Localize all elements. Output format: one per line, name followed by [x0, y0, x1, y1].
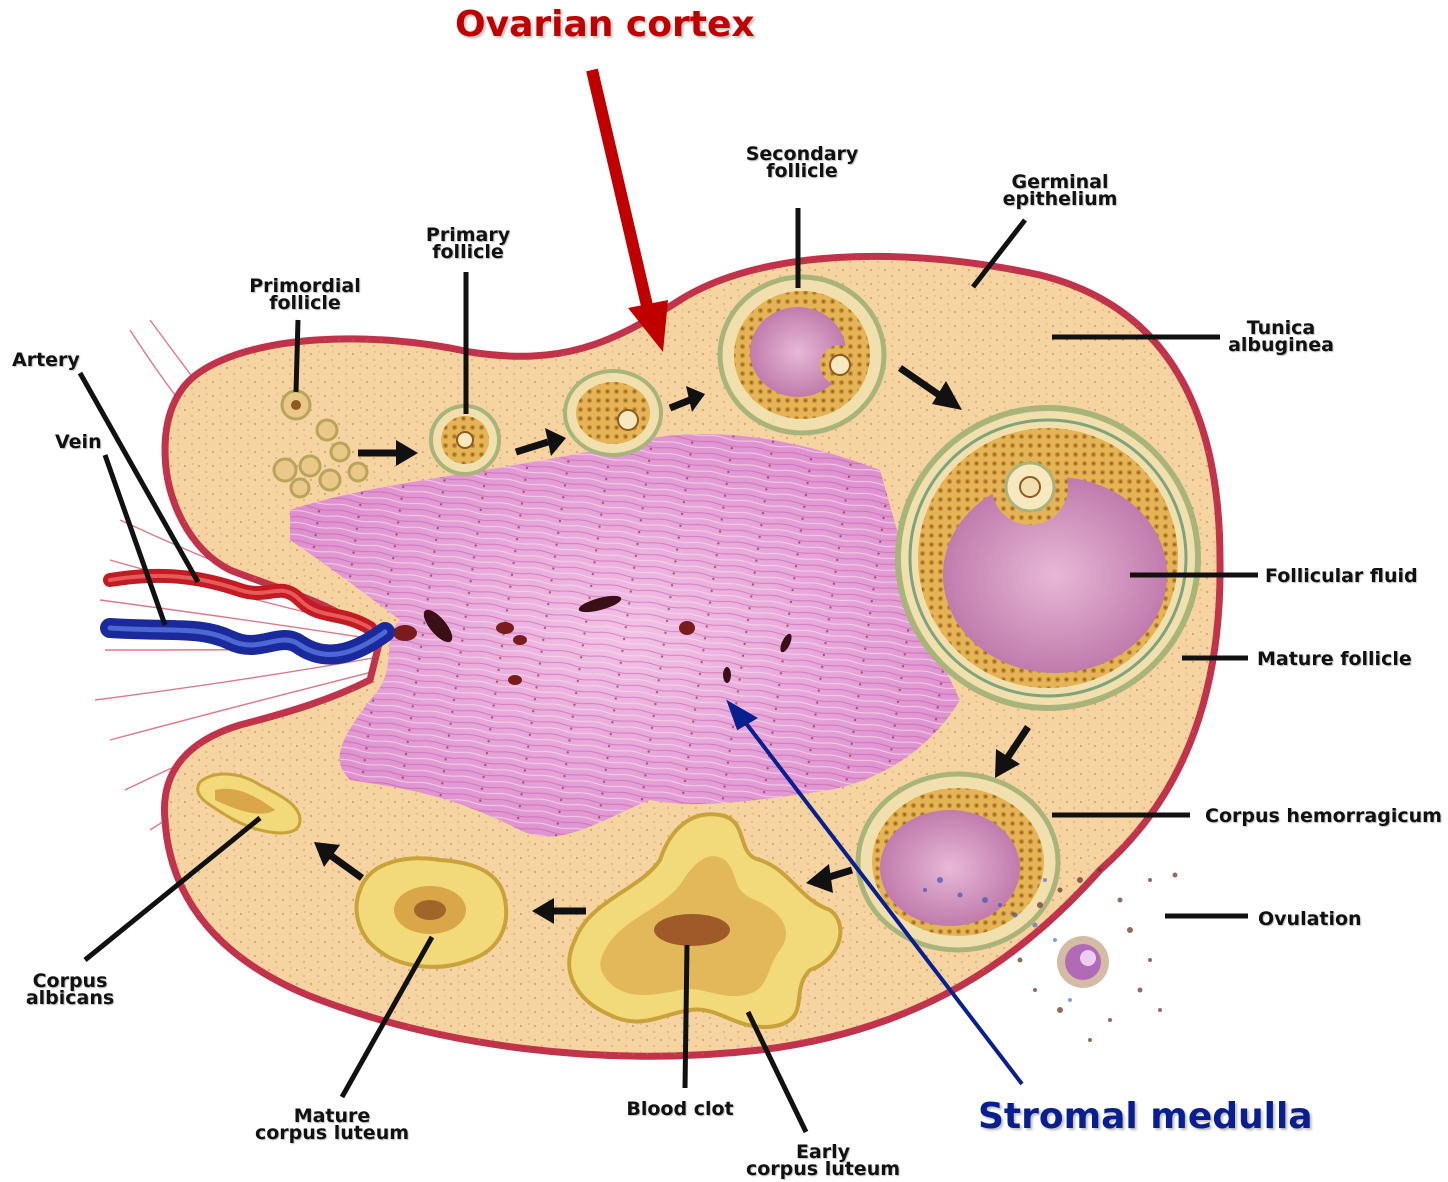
primary-follicle-line2: follicle: [398, 244, 538, 261]
tunica-albuginea-label: Tunica albuginea: [1220, 320, 1342, 354]
mature-corpus-luteum: [357, 858, 507, 967]
secondary-follicle-label: Secondary follicle: [722, 146, 882, 180]
corpus-hemorragicum-label: Corpus hemorragicum: [1205, 808, 1442, 825]
ovulation-label: Ovulation: [1258, 911, 1362, 928]
growing-follicle: [565, 371, 661, 455]
corpus-albicans-label: Corpus albicans: [10, 973, 130, 1007]
tunica-albuginea-line2: albuginea: [1220, 337, 1342, 354]
ovarian-cortex-title: Ovarian cortex: [455, 4, 755, 45]
corpus-albicans-line2: albicans: [10, 990, 130, 1007]
germinal-epithelium-line2: epithelium: [985, 191, 1135, 208]
stromal-medulla-title: Stromal medulla: [978, 1096, 1313, 1137]
early-corpus-luteum-line2: corpus luteum: [738, 1161, 908, 1178]
blood-clot-label: Blood clot: [610, 1101, 750, 1118]
mature-corpus-luteum-label: Mature corpus luteum: [247, 1108, 417, 1142]
primary-follicle-label: Primary follicle: [398, 227, 538, 261]
artery-label: Artery: [12, 352, 80, 369]
mature-corpus-luteum-line2: corpus luteum: [247, 1125, 417, 1142]
primary-follicle: [431, 406, 499, 474]
primordial-follicle-label: Primordial follicle: [225, 278, 385, 312]
corpus-hemorragicum: [858, 774, 1058, 950]
mature-follicle: [898, 408, 1198, 708]
blood-clot-mass: [654, 914, 730, 946]
secondary-follicle-line2: follicle: [722, 163, 882, 180]
vein-label: Vein: [55, 434, 102, 451]
primordial-follicle-line2: follicle: [225, 295, 385, 312]
early-corpus-luteum-label: Early corpus luteum: [738, 1144, 908, 1178]
mature-follicle-label: Mature follicle: [1257, 651, 1412, 668]
ovarian-cortex-arrow: [592, 70, 668, 352]
secondary-follicle: [720, 277, 884, 433]
germinal-epithelium-label: Germinal epithelium: [985, 174, 1135, 208]
follicular-fluid-label: Follicular fluid: [1265, 568, 1418, 585]
